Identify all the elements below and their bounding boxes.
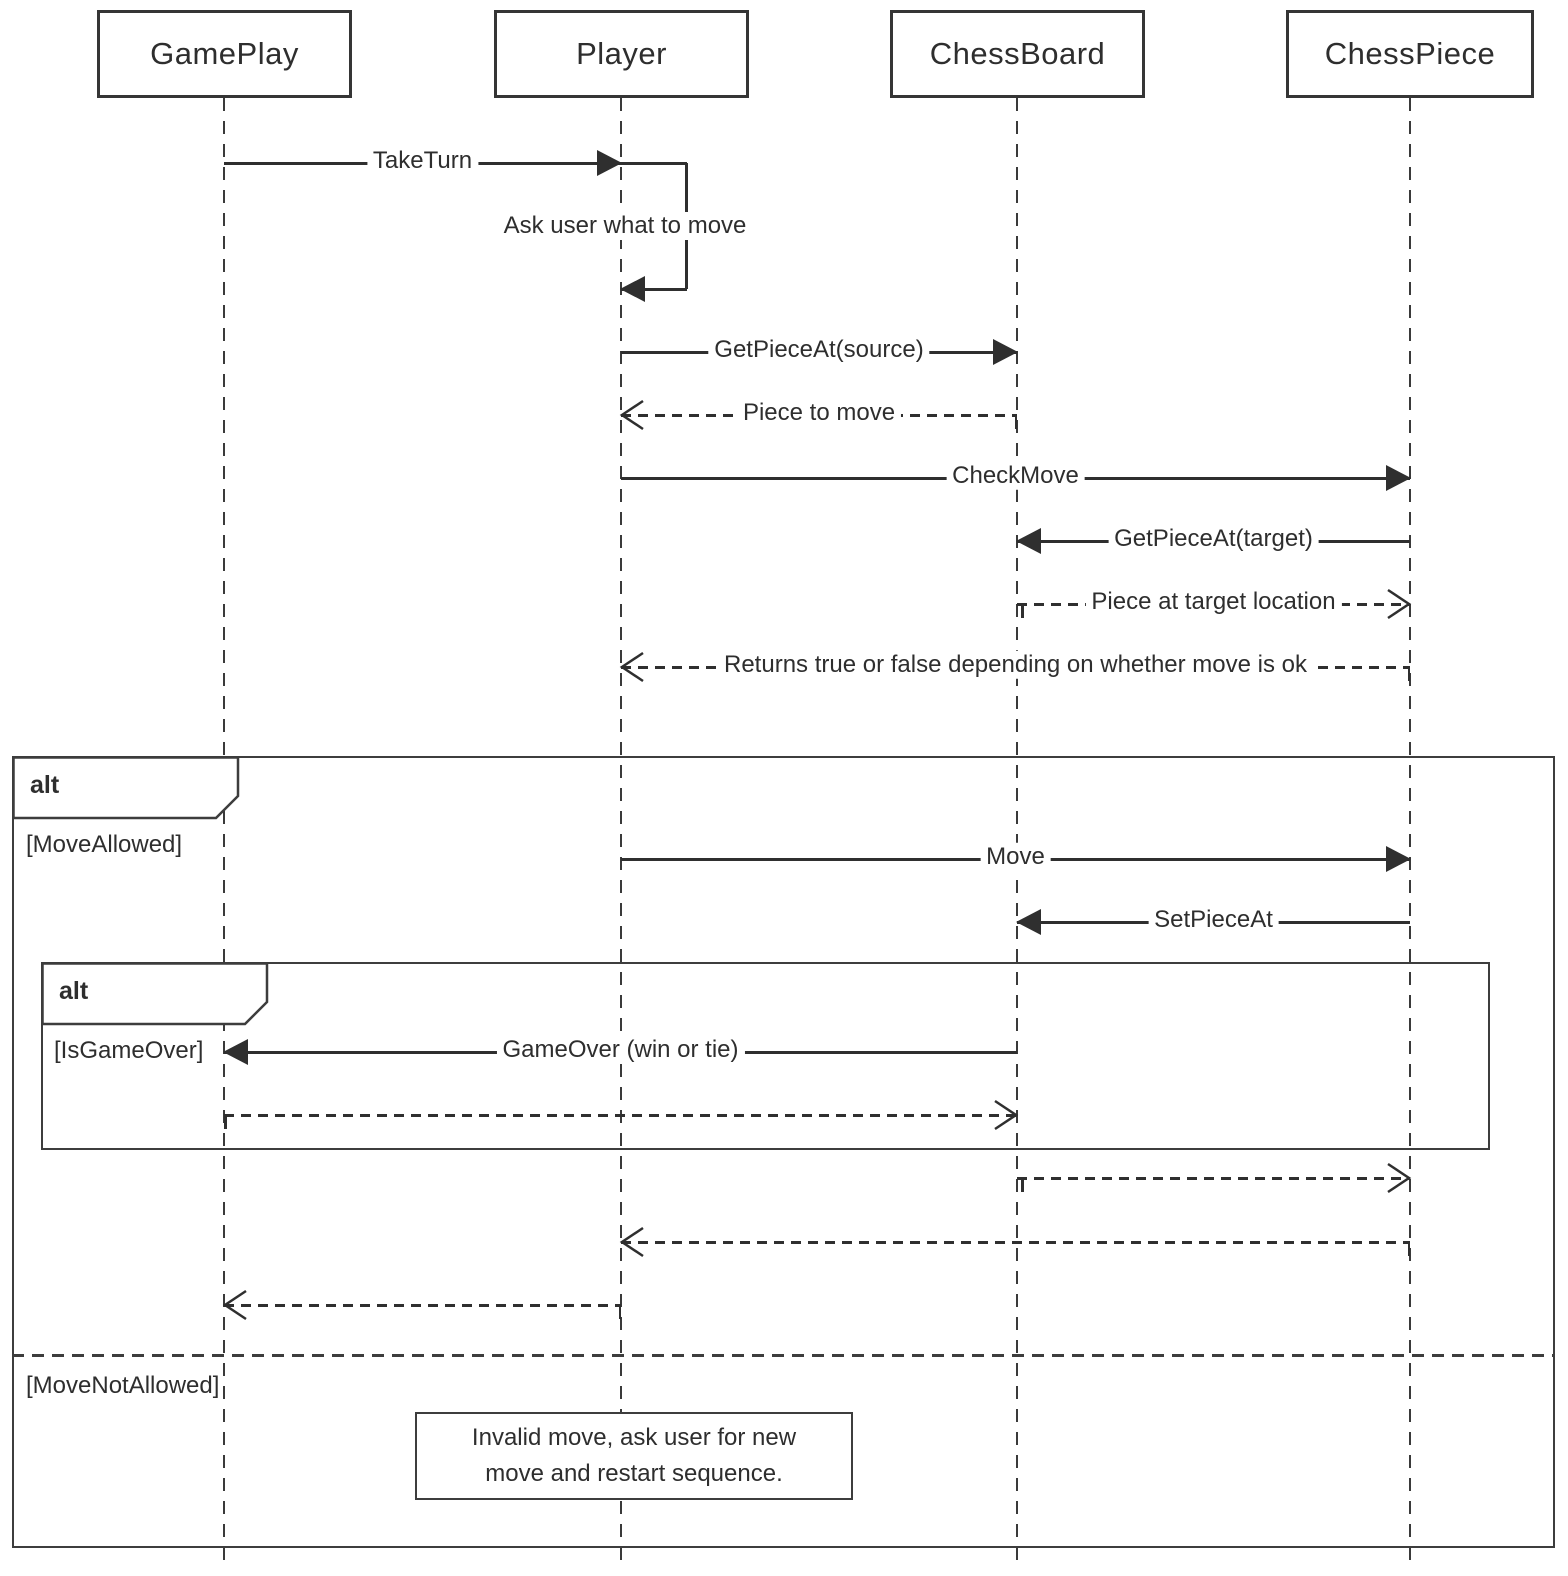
message-ask-user-label: Ask user what to move	[498, 212, 752, 240]
message-move-label: Move	[980, 842, 1051, 871]
actor-chesspiece: ChessPiece	[1286, 10, 1534, 98]
alt-operator-outer: alt	[30, 771, 60, 799]
arrowhead-open-right-icon	[1387, 1162, 1412, 1194]
arrowhead-filled-left-icon	[620, 276, 645, 302]
alt-frame-inner-pentagon	[41, 962, 269, 1026]
message-piece-at-target-label: Piece at target location	[1085, 587, 1342, 616]
lifeline-chessboard	[1016, 98, 1018, 1564]
message-taketurn-label: TakeTurn	[366, 146, 479, 175]
arrowhead-open-left-icon	[619, 1226, 644, 1258]
lifeline-chesspiece	[1409, 98, 1411, 1564]
actor-gameplay-label: GamePlay	[150, 36, 299, 71]
message-gameover-label: GameOver (win or tie)	[496, 1035, 745, 1064]
arrowhead-filled-left-icon	[223, 1039, 248, 1065]
arrowhead-filled-right-icon	[1386, 465, 1411, 491]
guard-move-not-allowed: [MoveNotAllowed]	[26, 1372, 220, 1399]
arrowhead-filled-left-icon	[1016, 909, 1041, 935]
lifeline-player	[620, 98, 622, 1564]
alt-frame-outer	[12, 756, 1555, 1548]
note-line-2: move and restart sequence.	[485, 1460, 783, 1487]
message-returns-ok-label: Returns true or false depending on wheth…	[718, 650, 1313, 679]
message-getpieceat-target-label: GetPieceAt(target)	[1108, 524, 1319, 553]
actor-player-label: Player	[576, 36, 667, 71]
arrowhead-open-right-icon	[994, 1099, 1019, 1131]
actor-gameplay: GamePlay	[97, 10, 352, 98]
alt-frame-outer-pentagon	[12, 756, 240, 820]
note-invalid-move: Invalid move, ask user for new move and …	[415, 1412, 853, 1500]
message-setpieceat-label: SetPieceAt	[1148, 905, 1279, 934]
actor-chessboard: ChessBoard	[890, 10, 1145, 98]
alt-frame-inner	[41, 962, 1490, 1150]
arrowhead-open-right-icon	[1387, 588, 1412, 620]
actor-chessboard-label: ChessBoard	[929, 36, 1106, 71]
lifeline-gameplay	[223, 98, 225, 1564]
guard-move-allowed: [MoveAllowed]	[26, 831, 183, 858]
arrowhead-filled-left-icon	[1016, 528, 1041, 554]
arrowhead-open-left-icon	[619, 399, 644, 431]
message-getpieceat-source-label: GetPieceAt(source)	[708, 335, 930, 364]
guard-is-game-over: [IsGameOver]	[54, 1037, 204, 1064]
alt-operator-inner: alt	[59, 977, 89, 1005]
arrowhead-open-left-icon	[222, 1289, 247, 1321]
message-checkmove-label: CheckMove	[946, 461, 1085, 490]
actor-chesspiece-label: ChessPiece	[1324, 36, 1496, 71]
arrowhead-filled-right-icon	[597, 150, 622, 176]
arrowhead-filled-right-icon	[1386, 846, 1411, 872]
message-piece-to-move-label: Piece to move	[736, 398, 902, 427]
arrowhead-open-left-icon	[619, 651, 644, 683]
arrowhead-filled-right-icon	[993, 339, 1018, 365]
alt-divider	[12, 1354, 1555, 1357]
note-line-1: Invalid move, ask user for new	[471, 1424, 797, 1451]
actor-player: Player	[494, 10, 749, 98]
